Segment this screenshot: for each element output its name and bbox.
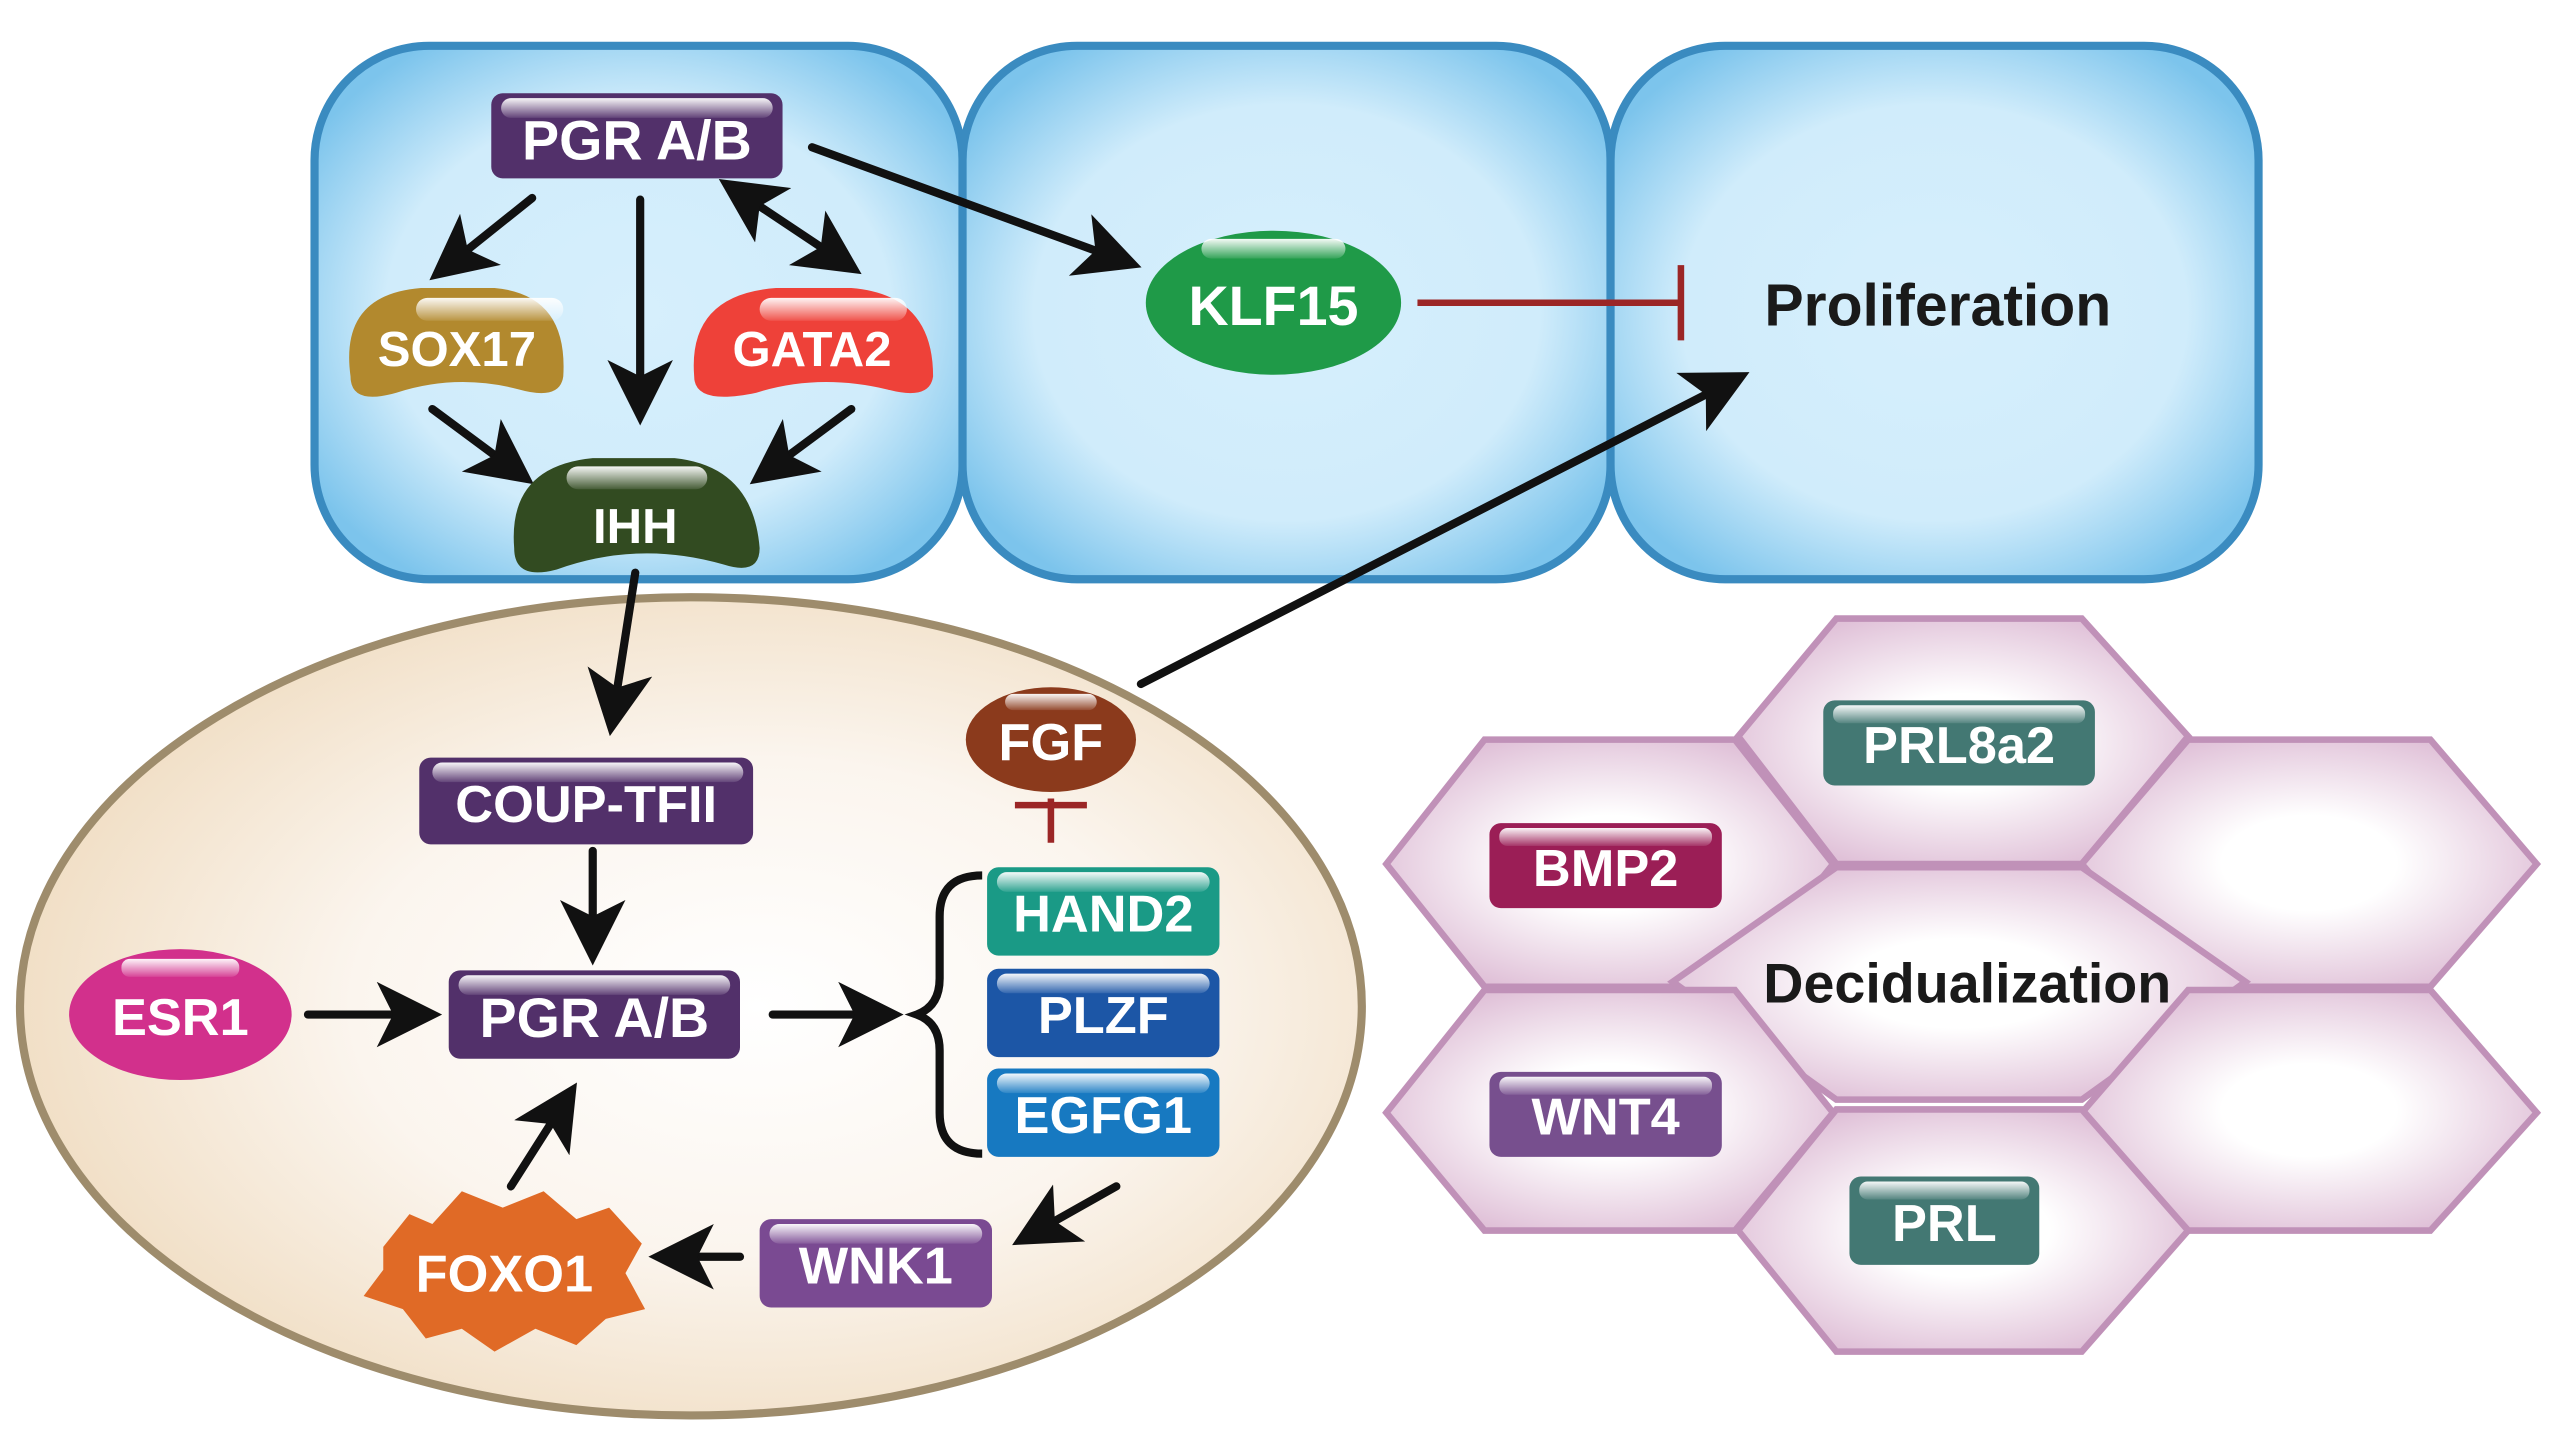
node-sox17[interactable]: SOX17 [349, 288, 564, 397]
node-pgr-top[interactable]: PGR A/B [491, 93, 783, 179]
arrow-ihh-to-couptfii [587, 568, 653, 737]
node-label: FGF [999, 714, 1104, 772]
node-label: PRL [1892, 1195, 1997, 1253]
node-bmp2[interactable]: BMP2 [1489, 823, 1722, 909]
arrows [303, 143, 1750, 1290]
node-gloss [416, 297, 564, 321]
arrow-gata2-to-ihh [749, 405, 856, 485]
node-gloss [1005, 693, 1097, 711]
node-shape [69, 949, 292, 1080]
node-gloss [432, 762, 744, 783]
decidual-cell [1667, 864, 2252, 1103]
node-fgf[interactable]: FGF [965, 687, 1136, 792]
node-label: HAND2 [1013, 886, 1193, 944]
node-label: IHH [593, 500, 678, 554]
decidualization-label: Decidualization [1763, 952, 2171, 1014]
arrow-fgf-to-proliferation [1136, 372, 1750, 689]
node-label: PLZF [1038, 987, 1169, 1045]
node-label: GATA2 [732, 323, 891, 377]
node-label: COUP-TFII [455, 776, 717, 834]
arrow-pgr-to-sox17 [429, 193, 537, 281]
node-gloss [566, 466, 708, 490]
node-foxo1[interactable]: FOXO1 [363, 1191, 646, 1352]
node-prl8a2[interactable]: PRL8a2 [1823, 700, 2095, 786]
node-gata2[interactable]: GATA2 [693, 288, 934, 397]
node-label: WNT4 [1531, 1089, 1679, 1147]
node-gloss [1859, 1181, 2030, 1200]
arrow-egfg1-to-wnk1 [1012, 1182, 1121, 1246]
inhibitions [1014, 265, 1685, 843]
proliferation-label: Proliferation [1764, 274, 2111, 339]
node-label: ESR1 [112, 989, 249, 1047]
node-prl[interactable]: PRL [1849, 1176, 2040, 1265]
epithelial-cell-3 [1606, 41, 2263, 584]
node-label: WNK1 [799, 1238, 953, 1296]
node-label: PRL8a2 [1863, 717, 2055, 775]
node-plzf[interactable]: PLZF [987, 968, 1220, 1058]
arrow-foxo1-to-pgr [506, 1082, 577, 1191]
node-gloss [769, 1224, 983, 1244]
node-coup-tfii[interactable]: COUP-TFII [419, 757, 754, 845]
node-gloss [1499, 828, 1712, 846]
node-label: BMP2 [1533, 840, 1678, 898]
node-ihh[interactable]: IHH [513, 458, 760, 573]
node-label: EGFG1 [1015, 1087, 1192, 1145]
node-shape [965, 687, 1136, 792]
node-gloss [1201, 238, 1346, 259]
node-egfg1[interactable]: EGFG1 [987, 1068, 1220, 1157]
node-label: PGR A/B [479, 987, 709, 1049]
node-gloss [501, 98, 773, 118]
node-wnt4[interactable]: WNT4 [1489, 1071, 1722, 1157]
arrow-sox17-to-ihh [428, 405, 534, 485]
node-gloss [1499, 1076, 1712, 1095]
node-klf15[interactable]: KLF15 [1145, 230, 1402, 375]
node-gloss [996, 973, 1210, 994]
node-wnk1[interactable]: WNK1 [759, 1219, 992, 1308]
node-label: PGR A/B [522, 110, 752, 172]
node-label: SOX17 [378, 323, 536, 377]
node-shape [1145, 230, 1402, 375]
node-shape [363, 1191, 646, 1352]
node-pgr-stroma[interactable]: PGR A/B [448, 970, 740, 1059]
node-label: FOXO1 [416, 1246, 593, 1304]
node-gloss [458, 975, 731, 995]
arrow-pgr-to-klf15 [807, 143, 1142, 276]
node-gloss [996, 872, 1210, 892]
node-gloss [121, 958, 240, 977]
arrow-pgr-gata2-bidirectional [718, 178, 862, 275]
node-gloss [1833, 705, 2086, 724]
node-esr1[interactable]: ESR1 [69, 949, 292, 1080]
node-gloss [996, 1073, 1210, 1094]
node-label: KLF15 [1188, 275, 1358, 337]
node-hand2[interactable]: HAND2 [987, 867, 1220, 956]
target-genes-brace [904, 871, 983, 1158]
node-gloss [759, 297, 907, 321]
